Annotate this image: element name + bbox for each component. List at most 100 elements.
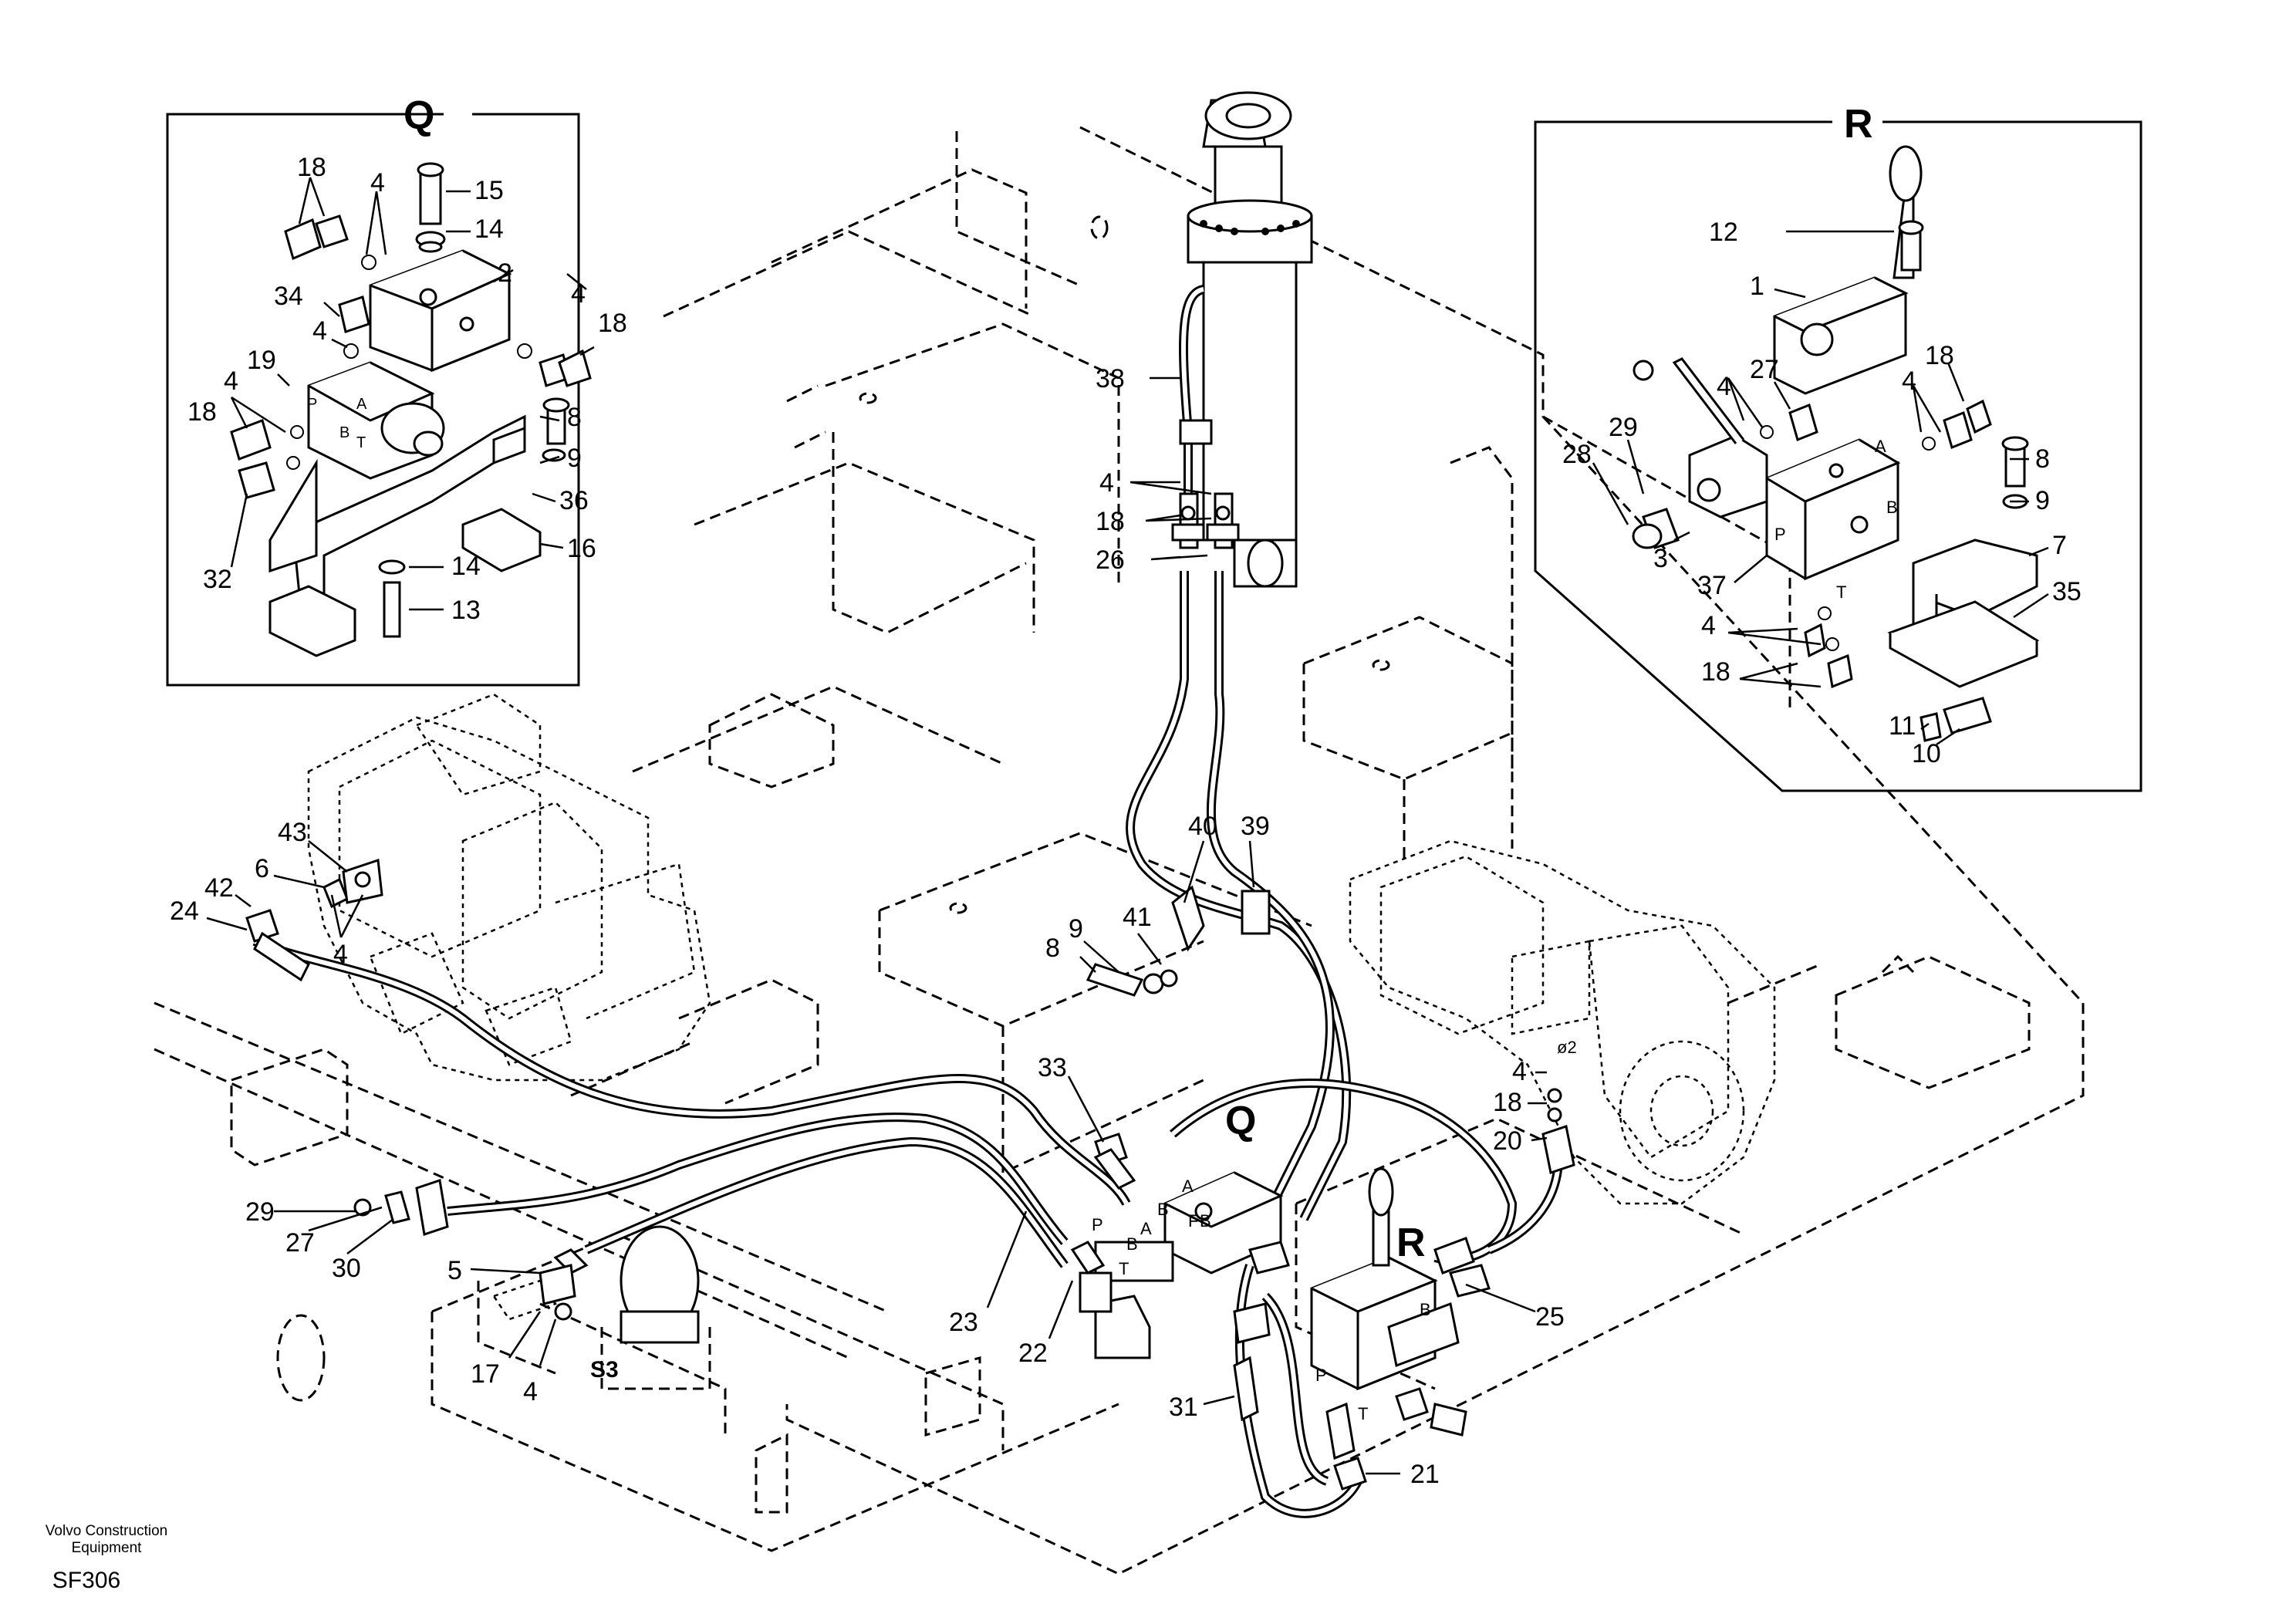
callout-18b: 18 — [1493, 1088, 1522, 1117]
callout-r-27: 27 — [1750, 355, 1779, 384]
port-r-t: T — [1836, 582, 1846, 602]
inset-q-leaders — [230, 177, 595, 611]
callout-20: 20 — [1493, 1126, 1522, 1156]
port-q-a: A — [356, 396, 367, 413]
callout-q-32: 32 — [203, 565, 232, 594]
port-main-f: F — [1188, 1211, 1198, 1231]
frame-structure — [154, 126, 2085, 1575]
tag-o2: ø2 — [1557, 1038, 1577, 1057]
inset-q-parts — [230, 162, 592, 657]
footer-company-line1: Volvo Construction — [46, 1523, 167, 1539]
selector-valve-q-main — [1079, 1171, 1284, 1359]
callout-r-28: 28 — [1562, 440, 1592, 469]
callout-30: 30 — [332, 1254, 361, 1283]
callout-26: 26 — [1096, 545, 1125, 575]
callout-r-4b: 4 — [1902, 366, 1916, 396]
callout-r-8: 8 — [2035, 444, 2050, 474]
inset-q-labels: Q 15 14 18 4 34 2 4 18 4 19 18 4 8 9 36 … — [187, 93, 627, 625]
callout-24: 24 — [170, 896, 199, 926]
hydraulic-pump-outline — [1349, 839, 1776, 1205]
callout-8: 8 — [1045, 934, 1060, 963]
callout-r-7: 7 — [2052, 531, 2067, 560]
section-marker-q: Q — [1225, 1099, 1256, 1143]
port-main-b3: B — [1200, 1211, 1211, 1231]
callout-q-4a: 4 — [370, 168, 385, 198]
callout-33: 33 — [1038, 1053, 1067, 1082]
callout-22: 22 — [1018, 1339, 1048, 1368]
callout-43: 43 — [278, 818, 307, 847]
main-labels: 38 4 18 26 40 39 41 9 8 43 6 42 24 4 33 … — [170, 364, 1577, 1489]
callout-r-18a: 18 — [1925, 341, 1954, 370]
callout-q-18c: 18 — [187, 397, 217, 427]
callout-q-19: 19 — [247, 346, 276, 375]
port-main-b4: B — [1420, 1300, 1431, 1319]
callout-9: 9 — [1069, 914, 1083, 944]
callout-r-3: 3 — [1653, 544, 1668, 573]
port-r-b: B — [1886, 498, 1898, 517]
callout-q-13: 13 — [451, 596, 481, 625]
callout-25: 25 — [1535, 1302, 1565, 1332]
footer-diagram-code: SF306 — [52, 1568, 120, 1593]
callout-39: 39 — [1241, 812, 1270, 841]
callout-r-10: 10 — [1912, 739, 1941, 768]
port-main-b1: B — [1157, 1200, 1169, 1219]
callout-q-14a: 14 — [474, 214, 504, 244]
port-q-p: P — [307, 396, 317, 413]
port-q-b: B — [339, 424, 349, 441]
main-leaders — [206, 376, 1548, 1475]
callout-q-18b: 18 — [598, 309, 627, 338]
port-main-a1: A — [1182, 1177, 1194, 1196]
callout-q-4d: 4 — [224, 366, 238, 396]
main-fittings — [245, 492, 1575, 1491]
callout-38: 38 — [1096, 364, 1125, 393]
callout-29: 29 — [245, 1197, 275, 1227]
callout-q-14b: 14 — [451, 552, 481, 581]
callout-4a: 4 — [1099, 468, 1114, 498]
inset-r-parts — [1632, 145, 2040, 742]
callout-q-18a: 18 — [297, 153, 326, 182]
footer-company-line2: Equipment — [72, 1540, 143, 1556]
callout-r-4c: 4 — [1701, 611, 1716, 640]
callout-21: 21 — [1410, 1460, 1440, 1489]
main-control-valve-outline — [307, 693, 711, 1082]
callout-42: 42 — [204, 873, 234, 903]
callout-17: 17 — [471, 1359, 500, 1389]
callout-r-11: 11 — [1889, 711, 1916, 741]
section-marker-s3: S3 — [590, 1357, 619, 1383]
port-main-t1: T — [1119, 1259, 1129, 1278]
callout-23: 23 — [949, 1308, 978, 1337]
callout-q-9: 9 — [567, 444, 582, 473]
callout-31: 31 — [1169, 1393, 1198, 1422]
port-main-b2: B — [1126, 1234, 1138, 1254]
callout-q-36: 36 — [559, 486, 589, 515]
callout-q-8: 8 — [567, 403, 582, 432]
callout-q-4b: 4 — [571, 279, 586, 309]
callout-q-15: 15 — [474, 176, 504, 205]
callout-4b: 4 — [333, 940, 348, 969]
inset-q-frame — [166, 113, 580, 687]
inset-r-frame — [1534, 120, 2142, 792]
callout-41: 41 — [1123, 903, 1152, 932]
section-marker-r: R — [1396, 1221, 1426, 1265]
inset-r-title: R — [1844, 102, 1873, 147]
port-main-t2: T — [1358, 1404, 1368, 1423]
hose-lines — [252, 571, 1563, 1518]
port-main-p1: P — [1092, 1215, 1103, 1234]
callout-4d: 4 — [523, 1377, 538, 1406]
port-main-a2: A — [1140, 1219, 1152, 1238]
callout-r-4a: 4 — [1717, 372, 1731, 401]
callout-5: 5 — [447, 1256, 462, 1285]
callout-27: 27 — [285, 1228, 315, 1258]
callout-r-37: 37 — [1697, 571, 1727, 600]
port-main-p2: P — [1315, 1366, 1327, 1385]
callout-q-34: 34 — [274, 282, 303, 311]
port-q-t: T — [356, 434, 366, 451]
callout-r-1: 1 — [1750, 272, 1764, 301]
inset-q-title: Q — [403, 93, 434, 138]
inset-r-labels: R 12 1 27 18 4 4 29 28 8 9 3 7 37 35 4 1… — [1562, 102, 2082, 768]
inset-r-leaders — [1592, 230, 2049, 746]
callout-6: 6 — [255, 854, 269, 883]
port-r-p: P — [1774, 525, 1786, 544]
callout-r-35: 35 — [2052, 577, 2082, 606]
